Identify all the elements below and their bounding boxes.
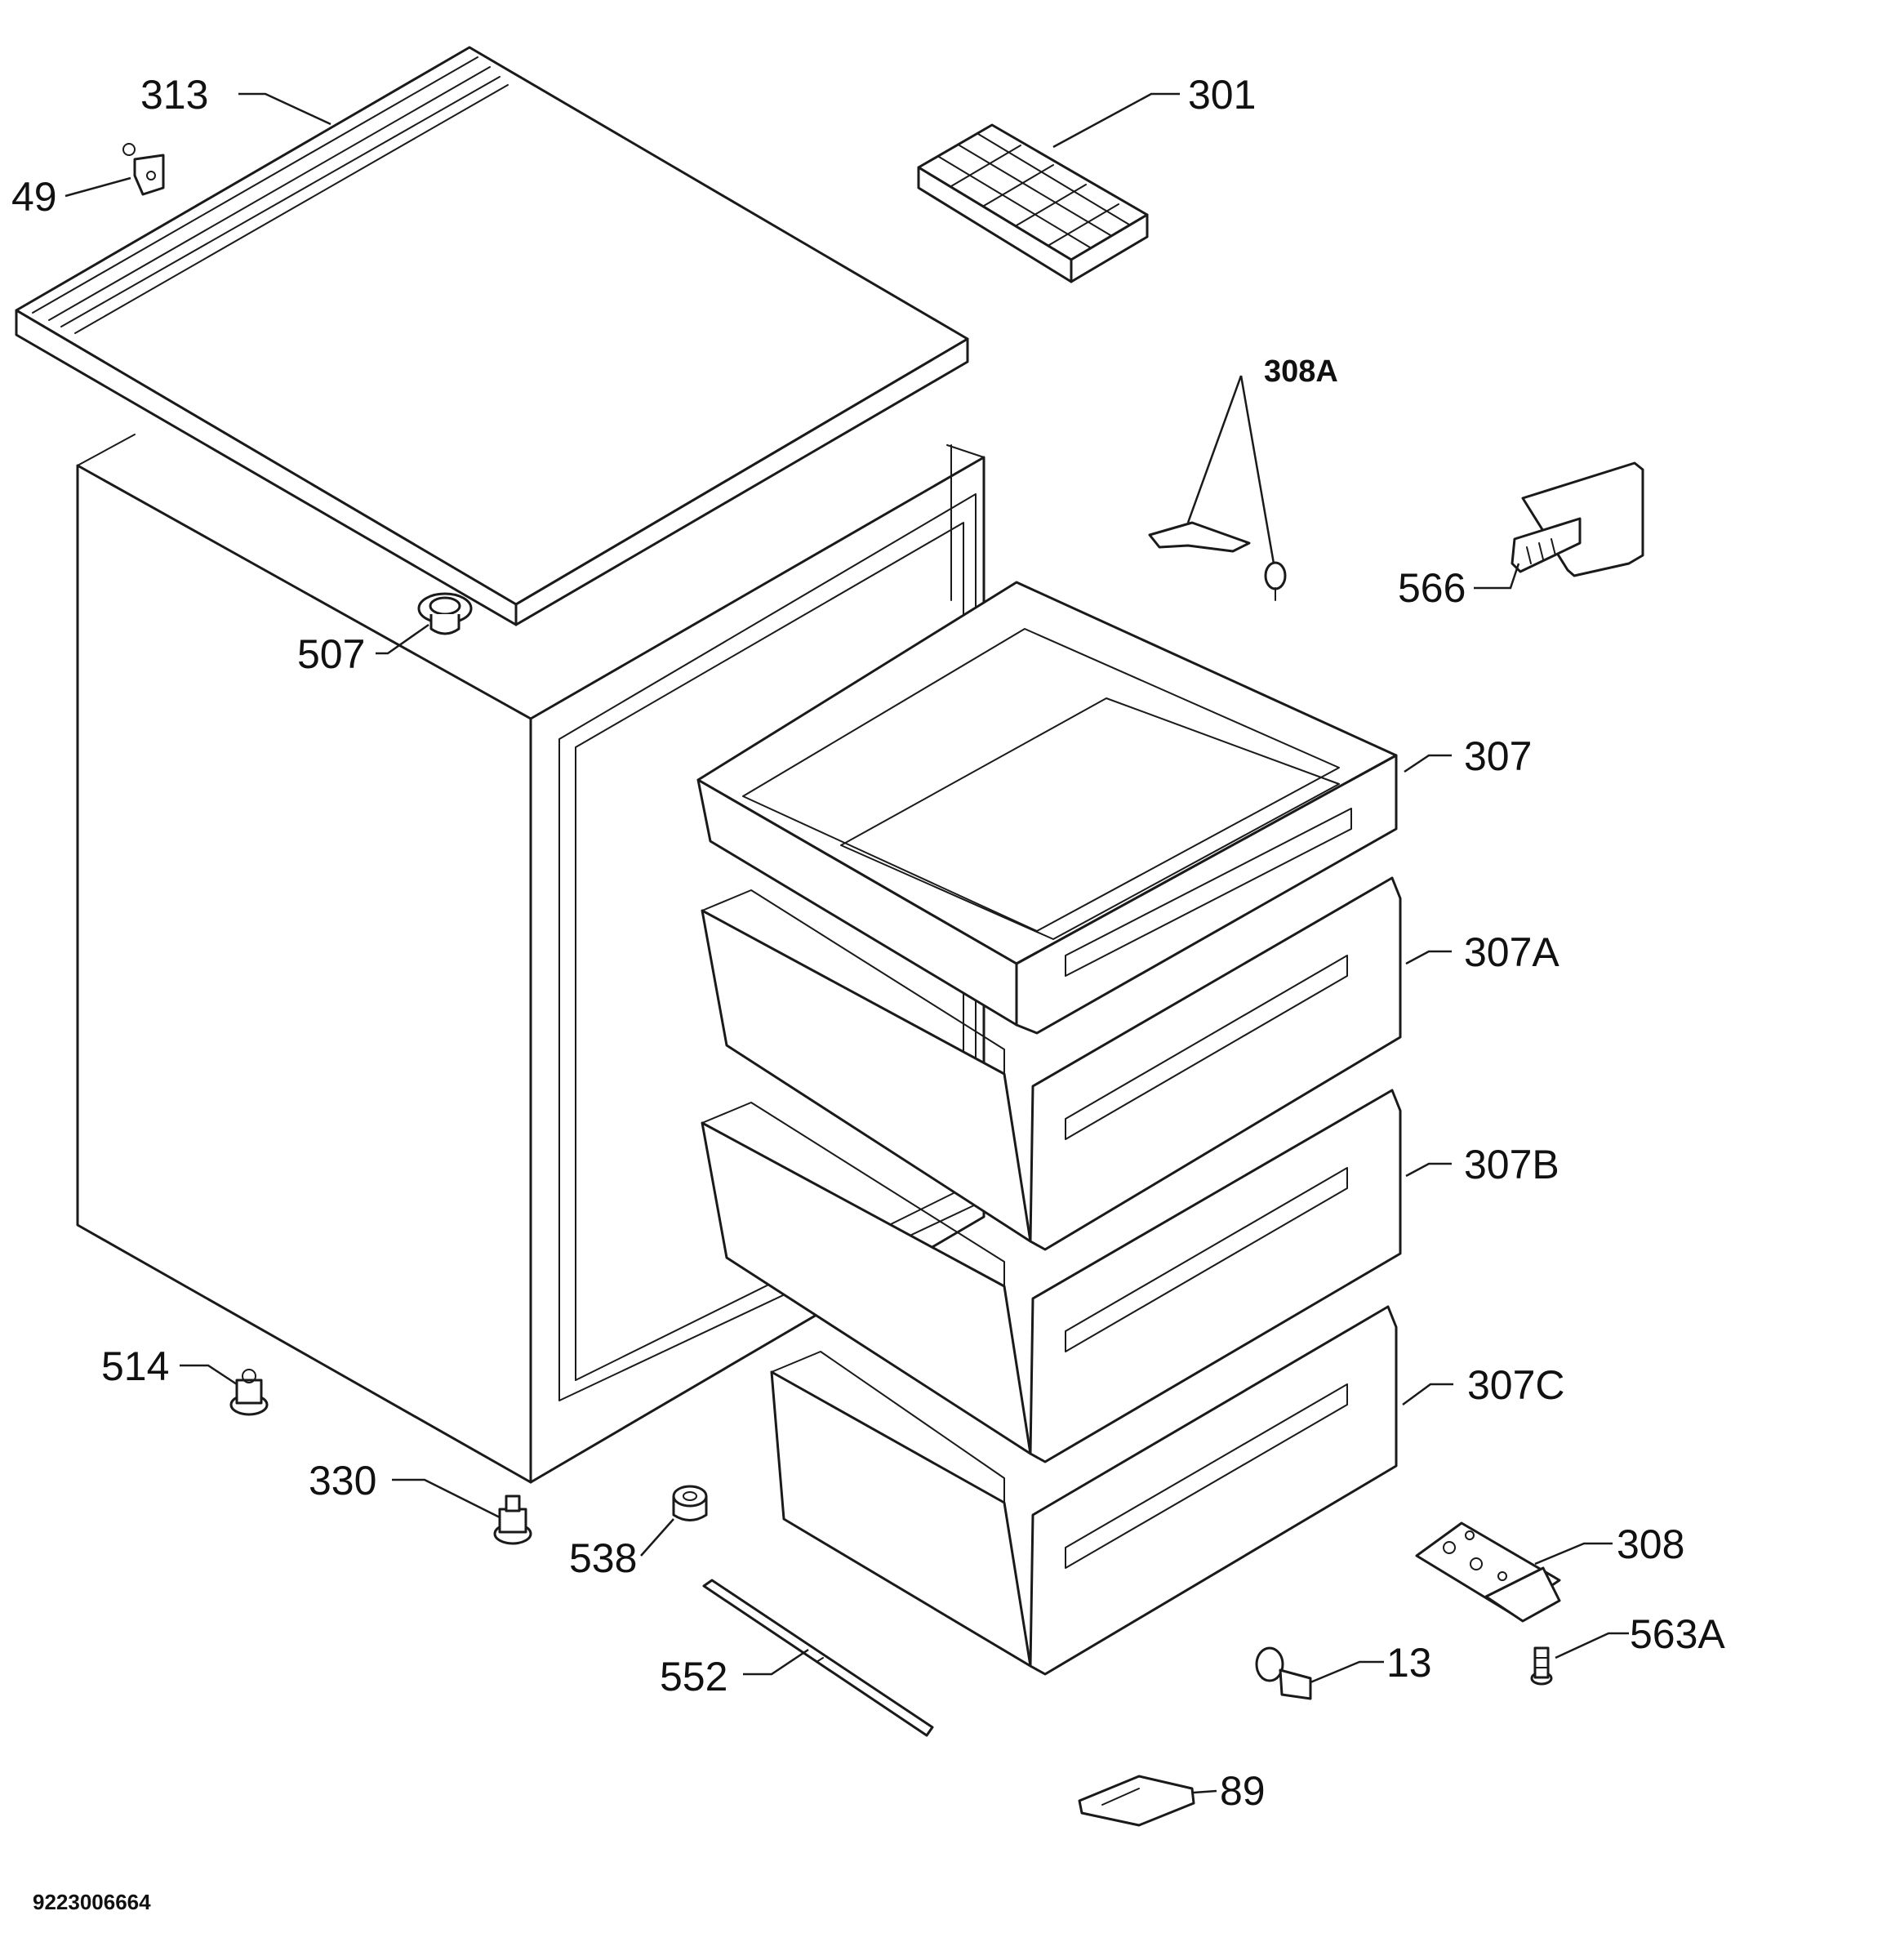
- label-301: 301: [1188, 72, 1256, 118]
- label-552: 552: [660, 1654, 727, 1699]
- nut-538: [672, 1485, 708, 1521]
- tray-307: [696, 581, 1398, 1035]
- label-307: 307: [1464, 733, 1532, 779]
- label-563A: 563A: [1630, 1611, 1725, 1657]
- drawer-307A: [701, 876, 1402, 1251]
- drawer-307C: [770, 1305, 1398, 1676]
- label-49: 49: [11, 174, 57, 220]
- top-cover-right-edge: [514, 337, 969, 626]
- label-307C: 307C: [1467, 1362, 1565, 1408]
- label-308: 308: [1617, 1521, 1684, 1567]
- foot-cap-507: [417, 592, 473, 635]
- scraper-566: [1510, 461, 1644, 577]
- label-308A: 308A: [1264, 354, 1338, 389]
- top-cover: [15, 46, 969, 626]
- hinge-bracket-49: [122, 143, 165, 196]
- document-number: 9223006664: [33, 1890, 151, 1914]
- label-307A: 307A: [1464, 929, 1559, 975]
- label-514: 514: [101, 1343, 169, 1389]
- bracket-89: [1078, 1775, 1195, 1827]
- label-330: 330: [309, 1458, 376, 1503]
- hinge-308: [1415, 1521, 1561, 1623]
- tray-307-side: [696, 778, 1018, 1027]
- part-labels: 313 49 301 308A 566 507 307 307A 307B 30…: [11, 72, 1725, 1914]
- label-307B: 307B: [1464, 1142, 1559, 1187]
- label-566: 566: [1398, 565, 1466, 611]
- drawer-307B: [701, 1089, 1402, 1463]
- leader-lines: [65, 92, 1629, 1794]
- label-538: 538: [569, 1535, 637, 1581]
- rail-552: [702, 1579, 934, 1737]
- cabinet-top-edge: [77, 434, 136, 466]
- foot-330: [493, 1494, 532, 1545]
- label-507: 507: [297, 631, 365, 677]
- foot-514: [229, 1369, 269, 1416]
- clip-13: [1255, 1646, 1312, 1700]
- screw-563A: [1530, 1646, 1553, 1686]
- ice-cube-tray-301: [917, 123, 1149, 283]
- door-stop-308A: [1148, 521, 1287, 601]
- label-13: 13: [1386, 1640, 1432, 1686]
- label-89: 89: [1220, 1768, 1266, 1814]
- label-313: 313: [140, 72, 208, 118]
